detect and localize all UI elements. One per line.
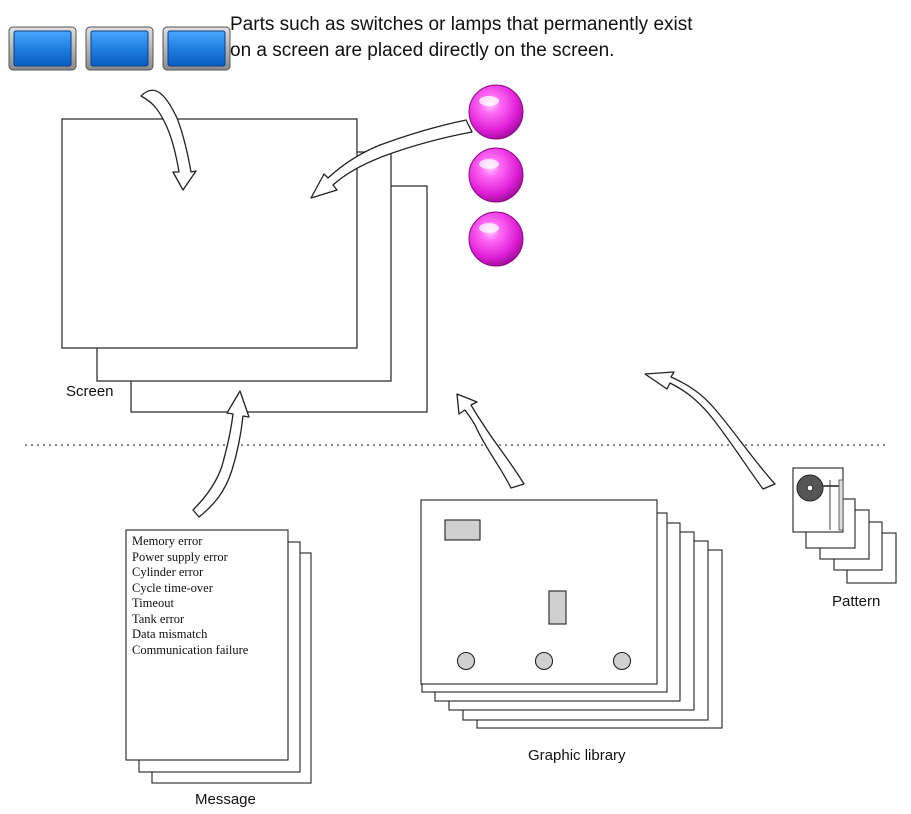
switch-icon-3	[162, 26, 231, 71]
lamp-icon-3	[468, 211, 524, 267]
pattern-stack	[792, 467, 897, 584]
arrow-icon-lamps	[310, 119, 473, 199]
switch-icon-2	[85, 26, 154, 71]
message-item: Tank error	[132, 611, 185, 626]
message-item: Communication failure	[132, 642, 249, 657]
arrow-icon-message	[192, 390, 250, 518]
arrow-icon-pattern	[644, 371, 776, 490]
graphic-library-parts	[444, 519, 632, 671]
turntable-pattern-icon	[796, 474, 844, 531]
caption-line-2: on a screen are placed directly on the s…	[230, 40, 615, 61]
label-screen: Screen	[66, 383, 114, 400]
lamp-part-icon-2	[534, 651, 554, 671]
switch-icon-1	[8, 26, 77, 71]
display-part-icon	[444, 519, 481, 541]
message-item: Cylinder error	[132, 565, 204, 579]
lamp-part-icon-1	[456, 651, 476, 671]
message-list: Memory error Power supply error Cylinder…	[132, 534, 248, 658]
label-pattern: Pattern	[832, 593, 881, 610]
label-message: Message	[195, 791, 256, 808]
message-item: Memory error	[132, 534, 203, 548]
lamp-icon-1	[468, 84, 524, 140]
arrow-icon-switches	[140, 89, 197, 191]
screen-stack	[61, 118, 428, 413]
lamp-part-icon-3	[612, 651, 632, 671]
message-page-front	[125, 529, 289, 761]
lamp-icon-2	[468, 147, 524, 203]
caption-line-1: Parts such as switches or lamps that per…	[230, 14, 693, 35]
screen-page-front	[61, 118, 358, 349]
graphic-library-stack	[420, 499, 723, 729]
label-graphic-library: Graphic library	[528, 747, 626, 764]
switch-part-icon	[548, 590, 567, 625]
message-item: Data mismatch	[132, 627, 208, 641]
message-item: Cycle time-over	[132, 580, 213, 595]
message-stack	[125, 529, 312, 784]
message-item: Timeout	[132, 596, 174, 610]
arrow-icon-graphic	[456, 393, 525, 489]
message-item: Power supply error	[132, 549, 228, 564]
